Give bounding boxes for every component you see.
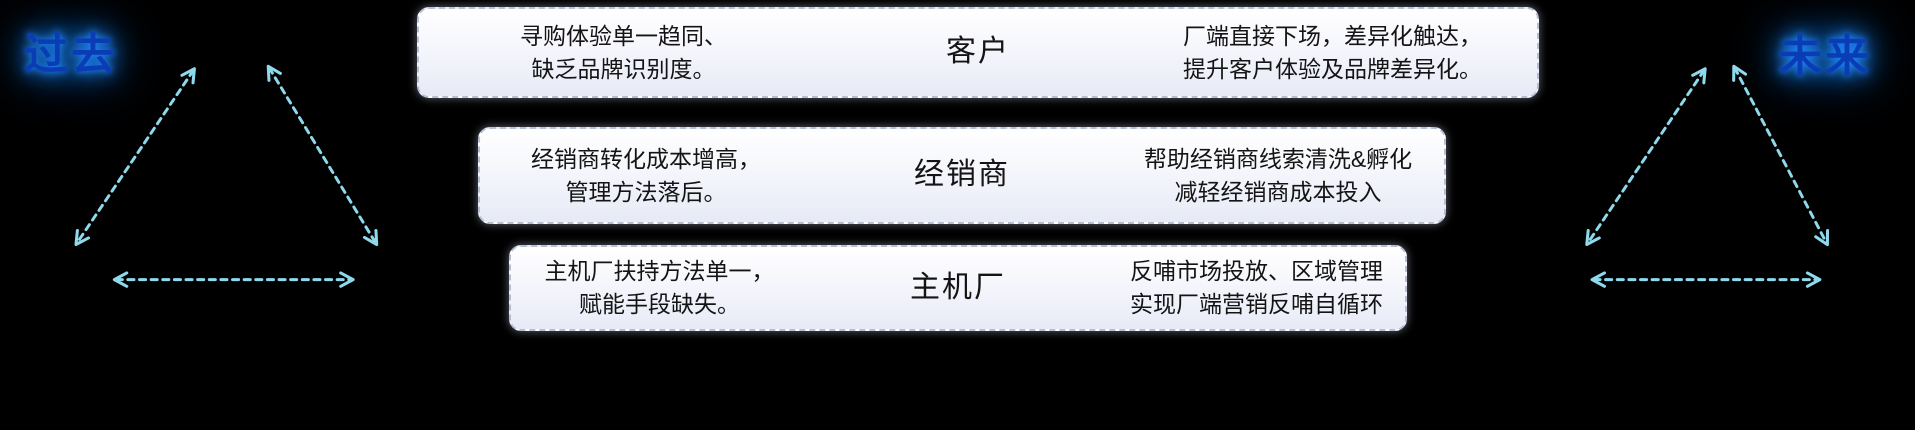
dealer-past-pain-point-text: 经销商转化成本增高， 管理方法落后。 <box>531 145 761 205</box>
customer-future-solution-text: 厂端直接下场，差异化触达， 提升客户体验及品牌差异化。 <box>1183 22 1482 82</box>
customer-role-label: 客户 <box>946 35 1010 69</box>
dealer-row: 经销商转化成本增高， 管理方法落后。 经销商 帮助经销商线索清洗&孵化 减轻经销… <box>478 127 1446 224</box>
dealer-role-label: 经销商 <box>914 158 1010 192</box>
dealer-future-solution-text: 帮助经销商线索清洗&孵化 减轻经销商成本投入 <box>1143 145 1413 205</box>
oem-future-solution-text: 反哺市场投放、区域管理 实现厂端营销反哺自循环 <box>1130 258 1383 317</box>
oem-role-label: 主机厂 <box>910 270 1006 304</box>
oem-past-pain-point-text: 主机厂扶持方法单一， 赋能手段缺失。 <box>544 258 775 317</box>
right-triangle-arrows-icon <box>1585 64 1830 288</box>
left-triangle-arrows-icon <box>74 64 379 288</box>
customer-past-pain-point-text: 寻购体验单一趋同、 缺乏品牌识别度。 <box>520 22 727 82</box>
customer-row: 寻购体验单一趋同、 缺乏品牌识别度。 客户 厂端直接下场，差异化触达， 提升客户… <box>417 7 1539 98</box>
oem-row: 主机厂扶持方法单一， 赋能手段缺失。 主机厂 反哺市场投放、区域管理 实现厂端营… <box>509 245 1407 331</box>
